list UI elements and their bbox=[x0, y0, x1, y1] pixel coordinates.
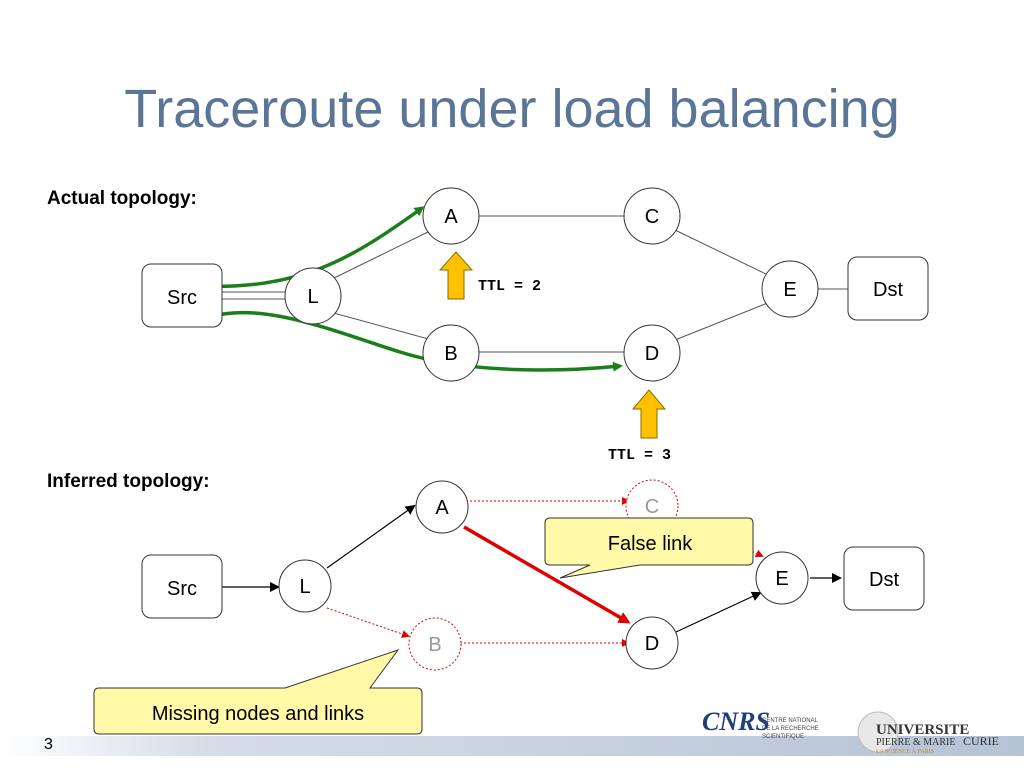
node-src-label: Src bbox=[167, 287, 197, 309]
inf-node-d-label: D bbox=[645, 633, 659, 655]
footer-bar bbox=[0, 736, 1024, 756]
upmc-logo-line-2: PIERRE & MARIE bbox=[876, 737, 955, 748]
page-number: 3 bbox=[44, 736, 53, 753]
node-d: D bbox=[623, 324, 681, 382]
link-l-b bbox=[329, 311, 433, 341]
ttl2-up-arrow-icon bbox=[438, 251, 474, 300]
inf-link-l-a bbox=[326, 504, 416, 569]
node-b-label: B bbox=[444, 343, 457, 365]
node-e-label: E bbox=[783, 279, 796, 301]
inf-node-b-label: B bbox=[428, 634, 441, 656]
node-dst-label: Dst bbox=[873, 279, 903, 301]
inf-node-l-label: L bbox=[299, 576, 310, 598]
ttl3-up-arrow-icon bbox=[631, 389, 667, 439]
node-l: L bbox=[284, 267, 342, 325]
node-b: B bbox=[422, 324, 480, 382]
actual-topology-label: Actual topology: bbox=[47, 188, 197, 209]
cnrs-logo-line-1: CENTRE NATIONAL bbox=[762, 718, 819, 724]
node-l-label: L bbox=[307, 286, 318, 308]
node-dst: Dst bbox=[847, 256, 929, 321]
false-link-callout: False link bbox=[544, 517, 754, 579]
link-c-e bbox=[674, 229, 771, 277]
probe-path-ttl2 bbox=[197, 206, 425, 289]
actual-topology: Src L A B C D E Dst bbox=[141, 187, 929, 464]
inf-link-d-e bbox=[675, 591, 762, 633]
missing-callout: Missing nodes and links bbox=[93, 649, 423, 735]
inf-node-e-label: E bbox=[775, 568, 788, 590]
inf-node-l: L bbox=[278, 559, 332, 613]
inf-node-src-label: Src bbox=[167, 578, 197, 600]
probe-path-ttl3 bbox=[205, 310, 623, 372]
node-d-label: D bbox=[645, 343, 659, 365]
inf-node-a-label: A bbox=[435, 497, 449, 519]
slide-title: Traceroute under load balancing bbox=[124, 79, 900, 139]
upmc-logo: UNIVERSITE PIERRE & MARIE CURIE LA SCIEN… bbox=[857, 711, 999, 755]
cnrs-logo: CNRS CENTRE NATIONAL DE LA RECHERCHE SCI… bbox=[702, 707, 819, 740]
false-link-a-d bbox=[463, 525, 631, 624]
node-src: Src bbox=[141, 263, 223, 328]
inf-node-src: Src bbox=[141, 554, 223, 619]
inf-node-a: A bbox=[415, 480, 469, 534]
inf-node-dst-label: Dst bbox=[869, 569, 899, 591]
ttl2-label: TTL = 2 bbox=[478, 278, 541, 295]
inf-node-e: E bbox=[755, 551, 809, 605]
node-e: E bbox=[761, 260, 819, 318]
inferred-topology: Src L A B C D E Dst bbox=[93, 479, 925, 735]
link-d-e bbox=[674, 301, 771, 341]
upmc-logo-line-1: UNIVERSITE bbox=[876, 722, 969, 738]
cnrs-logo-line-3: SCIENTIFIQUE bbox=[762, 734, 804, 740]
inferred-topology-label: Inferred topology: bbox=[47, 471, 210, 492]
upmc-logo-line-3: CURIE bbox=[963, 734, 999, 748]
cnrs-logo-mark: CNRS bbox=[702, 707, 770, 736]
inf-node-c-label: C bbox=[645, 496, 659, 518]
node-c-label: C bbox=[645, 206, 659, 228]
node-a-label: A bbox=[444, 206, 458, 228]
node-c: C bbox=[623, 187, 681, 245]
false-link-callout-text: False link bbox=[608, 533, 693, 555]
missing-link-l-b bbox=[326, 607, 410, 638]
missing-callout-text: Missing nodes and links bbox=[152, 703, 364, 725]
ttl3-label: TTL = 3 bbox=[608, 447, 671, 464]
inf-node-dst: Dst bbox=[843, 546, 925, 611]
node-a: A bbox=[422, 187, 480, 245]
inf-node-b-ghost: B bbox=[408, 617, 462, 671]
actual-links bbox=[222, 215, 848, 353]
link-l-a bbox=[329, 229, 433, 281]
inferred-links bbox=[222, 504, 842, 633]
inf-node-d: D bbox=[625, 616, 679, 670]
cnrs-logo-line-2: DE LA RECHERCHE bbox=[762, 726, 819, 732]
upmc-logo-tagline: LA SCIENCE À PARIS bbox=[876, 747, 934, 755]
